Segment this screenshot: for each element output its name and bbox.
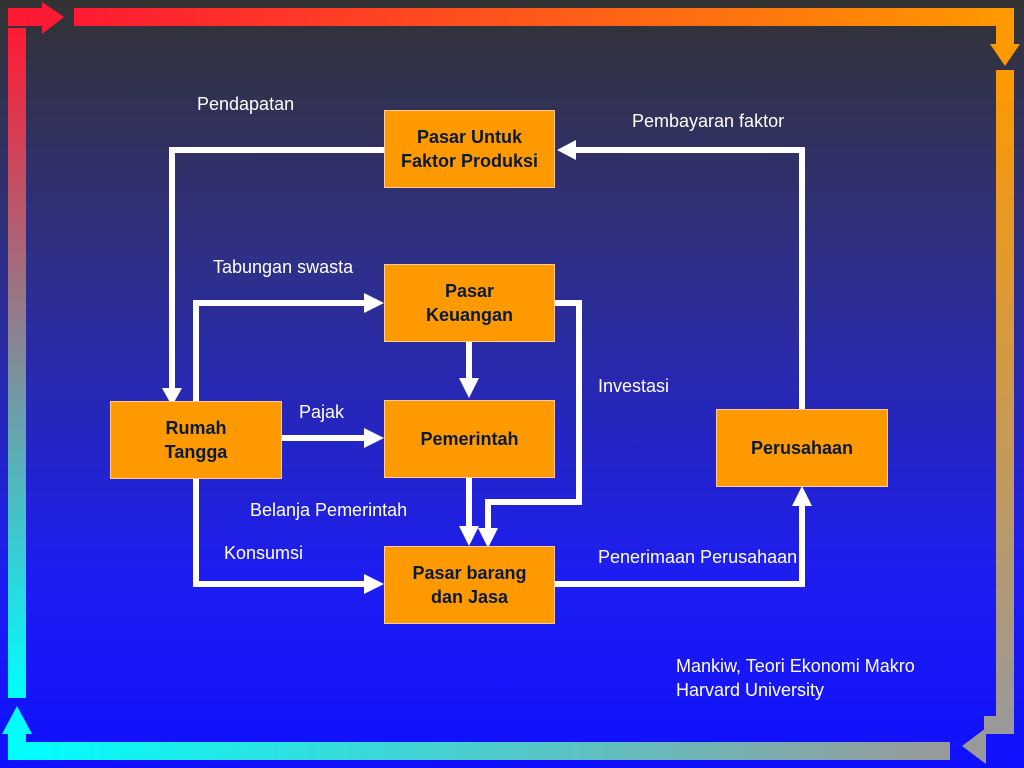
label-tax: Pajak	[299, 402, 345, 422]
arrowhead-private-saving	[364, 293, 384, 313]
flow-arrow-firm-revenue	[555, 504, 805, 587]
flow-arrow-factor-payment	[574, 147, 805, 410]
arrowhead-factor-payment	[557, 140, 576, 160]
arrowhead-tax	[364, 428, 384, 448]
citation-line-1: Mankiw, Teori Ekonomi Makro	[676, 656, 915, 676]
label-income: Pendapatan	[197, 94, 295, 114]
node-firms: Perusahaan	[716, 409, 888, 487]
label-investment: Investasi	[598, 376, 670, 396]
frame-arrow-top	[74, 8, 1020, 66]
node-government: Pemerintah	[384, 400, 555, 478]
frame-arrow-right	[962, 70, 1014, 764]
label-firm-revenue: Penerimaan Perusahaan	[598, 547, 798, 567]
citation-line-2: Harvard University	[676, 680, 825, 700]
node-goods-market: Pasar barang dan Jasa	[384, 546, 555, 624]
node-financial-market: Pasar Keuangan	[384, 264, 555, 342]
flow-arrow-consumption	[193, 478, 366, 587]
arrowhead-consumption	[364, 574, 384, 594]
node-factor-market: Pasar Untuk Faktor Produksi	[384, 110, 555, 188]
flow-arrow-private-saving	[193, 300, 366, 402]
arrowhead-firm-revenue	[792, 486, 812, 506]
arrowhead-income	[162, 388, 182, 406]
arrowhead-finance-to-government	[459, 378, 479, 398]
flow-arrow-income	[169, 147, 384, 392]
label-government-spending: Belanja Pemerintah	[250, 500, 408, 520]
label-consumption: Konsumsi	[224, 543, 304, 563]
citation: Mankiw, Teori Ekonomi Makro Harvard Univ…	[676, 654, 915, 702]
arrowhead-government-spending	[459, 526, 479, 546]
frame-arrow-left	[8, 2, 64, 698]
flow-arrow-investment	[485, 300, 582, 530]
frame-arrow-bottom	[2, 706, 950, 760]
label-private-saving: Tabungan swasta	[213, 257, 354, 277]
node-households: Rumah Tangga	[110, 401, 282, 479]
label-factor-payment: Pembayaran faktor	[632, 111, 785, 131]
arrowhead-investment	[478, 528, 498, 548]
